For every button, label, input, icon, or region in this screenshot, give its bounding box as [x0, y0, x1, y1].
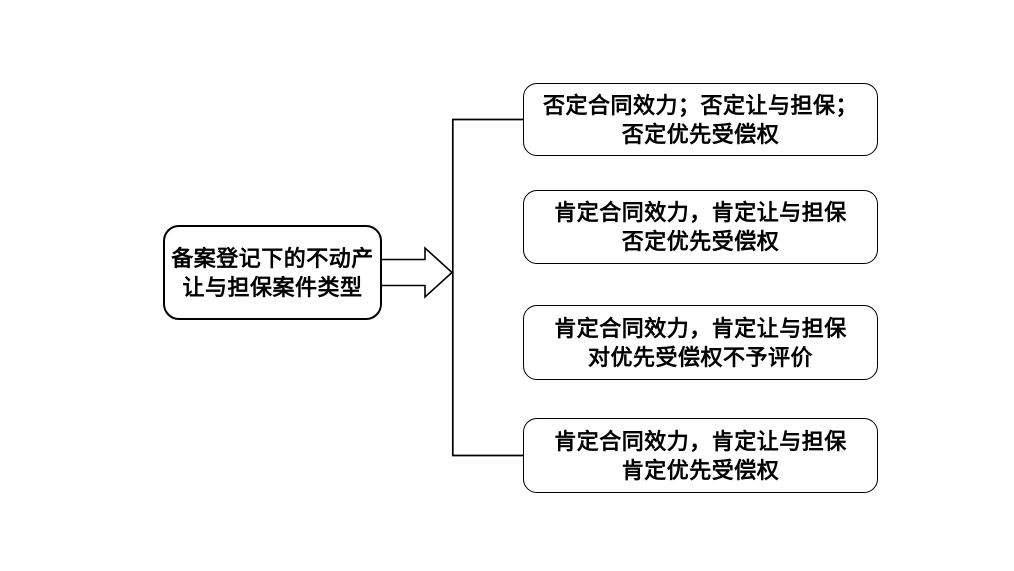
branch-node-3-line2: 对优先受偿权不予评价	[587, 344, 813, 370]
branch-node-4-line2: 肯定优先受偿权	[621, 457, 780, 483]
branch-node-3: 肯定合同效力，肯定让与担保 对优先受偿权不予评价	[523, 305, 878, 380]
branch-node-2-line1: 肯定合同效力，肯定让与担保	[554, 200, 847, 225]
branch-node-1-line1: 否定合同效力；否定让与担保；	[542, 92, 858, 118]
branch-node-4-line1: 肯定合同效力，肯定让与担保	[554, 428, 847, 454]
block-arrow-icon	[382, 246, 454, 299]
root-node: 备案登记下的不动产 让与担保案件类型	[163, 225, 382, 320]
branch-node-4: 肯定合同效力，肯定让与担保 肯定优先受偿权	[523, 418, 878, 493]
branch-node-2-line2: 否定优先受偿权	[621, 229, 780, 254]
bracket-line	[451, 118, 523, 457]
root-node-line1: 备案登记下的不动产	[171, 245, 374, 271]
branch-node-1: 否定合同效力；否定让与担保； 否定优先受偿权	[523, 83, 878, 156]
root-node-line2: 让与担保案件类型	[182, 274, 363, 300]
branch-node-3-line1: 肯定合同效力，肯定让与担保	[554, 315, 847, 341]
branch-node-1-line2: 否定优先受偿权	[621, 121, 780, 147]
branch-node-2: 肯定合同效力，肯定让与担保 否定优先受偿权	[523, 190, 878, 264]
